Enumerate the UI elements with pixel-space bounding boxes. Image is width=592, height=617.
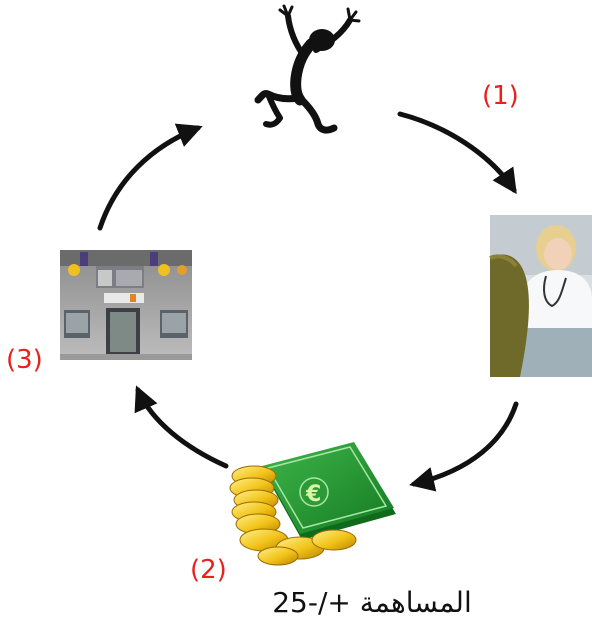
arrow-start-to-step-1 xyxy=(397,111,517,195)
jumping-person-silhouette-icon xyxy=(254,4,361,134)
health-insurance-office-photo xyxy=(60,250,192,360)
arrow-step-3-to-start xyxy=(97,123,203,231)
step-1-label: (1) xyxy=(482,81,519,111)
step-2-label: (2) xyxy=(190,555,227,585)
contribution-caption: المساهمة +/-25 xyxy=(272,586,472,617)
arrow-step-2-to-step-3 xyxy=(134,385,229,469)
euro-money-coins-icon: € xyxy=(229,442,396,566)
step-3-label: (3) xyxy=(6,345,43,375)
cycle-arrows xyxy=(97,111,519,492)
svg-text:€: € xyxy=(305,482,321,507)
doctor-consultation-photo xyxy=(489,215,592,377)
arrow-step-1-to-step-2 xyxy=(409,401,519,492)
